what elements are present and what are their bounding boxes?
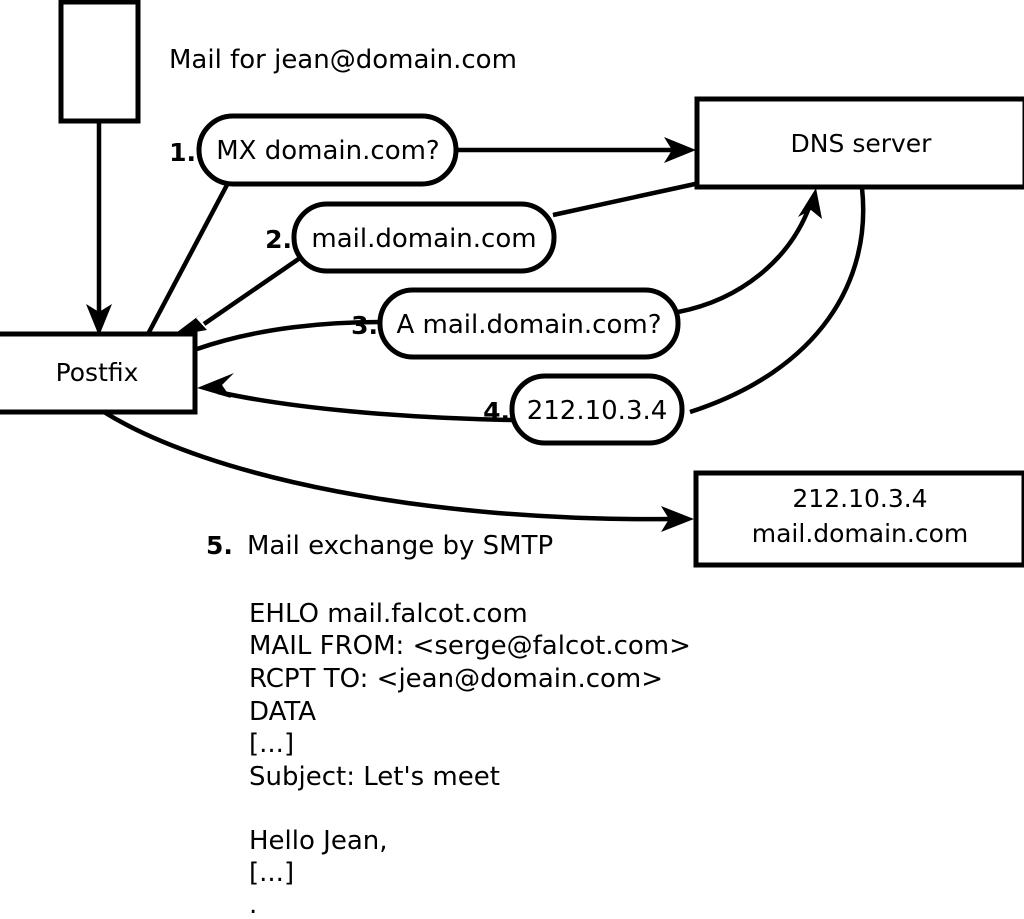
smtp-line-6: Subject: Let's meet xyxy=(249,762,500,792)
step-5-number: 5. xyxy=(206,531,233,560)
edge-postfix-to-target xyxy=(102,410,673,522)
step-5-label: Mail exchange by SMTP xyxy=(247,531,553,561)
step-3-label: A mail.domain.com? xyxy=(397,310,662,340)
sender-box xyxy=(58,0,141,124)
step-3-bubble xyxy=(377,287,681,360)
step-1-number: 1. xyxy=(169,138,196,167)
target-server-ip: 212.10.3.4 xyxy=(792,484,927,513)
step-2-label: mail.domain.com xyxy=(311,224,536,254)
smtp-line-4: DATA xyxy=(249,697,316,727)
edge-postfix-to-step3 xyxy=(196,319,381,352)
arrowhead-step2-to-postfix xyxy=(172,311,207,336)
edge-dns-to-step4 xyxy=(689,187,866,415)
postfix-box xyxy=(0,331,198,415)
step-4-bubble xyxy=(509,373,685,446)
target-server-hostname: mail.domain.com xyxy=(752,519,968,548)
smtp-line-8: Hello Jean, xyxy=(249,826,388,856)
dns-server-label: DNS server xyxy=(791,129,933,158)
edge-step4-to-postfix xyxy=(217,389,513,423)
dns-server-box xyxy=(694,96,1024,190)
step-3-number: 3. xyxy=(351,311,378,340)
arrowhead-sender-to-postfix xyxy=(86,304,112,336)
smtp-line-9: [...] xyxy=(249,858,294,888)
step-1-label: MX domain.com? xyxy=(216,136,439,166)
step-2-number: 2. xyxy=(265,225,292,254)
smtp-line-1: EHLO mail.falcot.com xyxy=(249,599,528,629)
smtp-line-3: RCPT TO: <jean@domain.com> xyxy=(249,664,663,694)
edge-step3-to-dns xyxy=(677,204,813,315)
edge-dns-to-step2 xyxy=(552,181,696,218)
smtp-line-5: [...] xyxy=(249,729,294,759)
step-2-bubble xyxy=(291,201,557,274)
arrowhead-postfix-to-target xyxy=(661,506,694,532)
edge-step2-to-postfix xyxy=(202,256,302,326)
step-4-number: 4. xyxy=(483,397,510,426)
mail-for-caption: Mail for jean@domain.com xyxy=(169,45,517,75)
edge-postfix-to-step1 xyxy=(146,181,230,336)
smtp-line-2: MAIL FROM: <serge@falcot.com> xyxy=(249,631,691,661)
arrowhead-step4-to-postfix xyxy=(197,373,234,398)
arrowhead-step1-to-dns xyxy=(664,137,696,163)
step-1-bubble xyxy=(196,113,459,187)
postfix-label: Postfix xyxy=(56,358,139,387)
step-4-label: 212.10.3.4 xyxy=(527,396,668,426)
arrowhead-step3-to-dns xyxy=(798,188,822,219)
smtp-line-10: . xyxy=(249,890,257,919)
target-server-box xyxy=(693,470,1024,568)
